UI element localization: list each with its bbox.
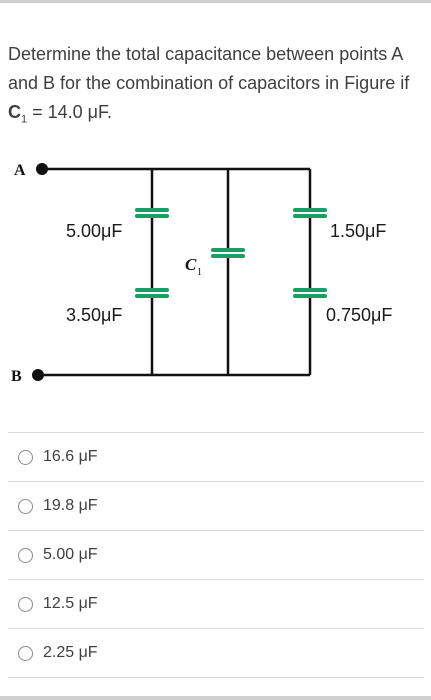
circuit-diagram: A B 5.00μF 3.50μF 1.50μF 0.750μF C 1: [11, 162, 392, 385]
question-prefix: Determine the total capacitance between …: [8, 44, 410, 93]
answer-option-4[interactable]: 12.5 μF: [8, 580, 424, 629]
radio-button-icon[interactable]: [18, 449, 33, 465]
answer-option-5[interactable]: 2.25 μF: [8, 629, 424, 678]
circuit-wires: [38, 167, 312, 377]
capacitor-plates: [135, 208, 327, 298]
question-c-symbol: C: [8, 102, 21, 122]
c1-subscript: 1: [197, 267, 202, 278]
question-suffix: = 14.0 μF.: [27, 102, 113, 122]
cap-bottom-left-label: 3.50μF: [66, 305, 122, 325]
question-c-subscript: 1: [21, 113, 28, 126]
circuit-figure: A B 5.00μF 3.50μF 1.50μF 0.750μF C 1: [0, 150, 431, 390]
cap-bottom-right-label: 0.750μF: [326, 305, 392, 325]
answer-option-2[interactable]: 19.8 μF: [8, 482, 424, 531]
answer-option-3[interactable]: 5.00 μF: [8, 531, 424, 580]
answer-list: 16.6 μF 19.8 μF 5.00 μF 12.5 μF 2.25 μF: [8, 432, 424, 678]
bottom-divider: [0, 696, 431, 700]
top-divider: [0, 0, 431, 3]
terminal-b-label: B: [11, 368, 22, 385]
answer-label: 5.00 μF: [43, 546, 98, 563]
question-text: Determine the total capacitance between …: [8, 40, 418, 135]
cap-top-right-label: 1.50μF: [330, 221, 386, 241]
radio-button-icon[interactable]: [18, 498, 33, 514]
answer-label: 19.8 μF: [43, 497, 98, 514]
radio-button-icon[interactable]: [18, 596, 33, 612]
radio-button-icon[interactable]: [18, 645, 33, 661]
terminal-a-label: A: [14, 162, 26, 179]
radio-button-icon[interactable]: [18, 547, 33, 563]
answer-label: 16.6 μF: [43, 448, 98, 465]
cap-top-left-label: 5.00μF: [66, 221, 122, 241]
terminal-a-dot: [36, 163, 48, 175]
answer-label: 2.25 μF: [43, 644, 98, 661]
answer-label: 12.5 μF: [43, 595, 98, 612]
answer-option-1[interactable]: 16.6 μF: [8, 433, 424, 482]
terminal-b-dot: [32, 369, 44, 381]
c1-label: C: [185, 255, 197, 274]
